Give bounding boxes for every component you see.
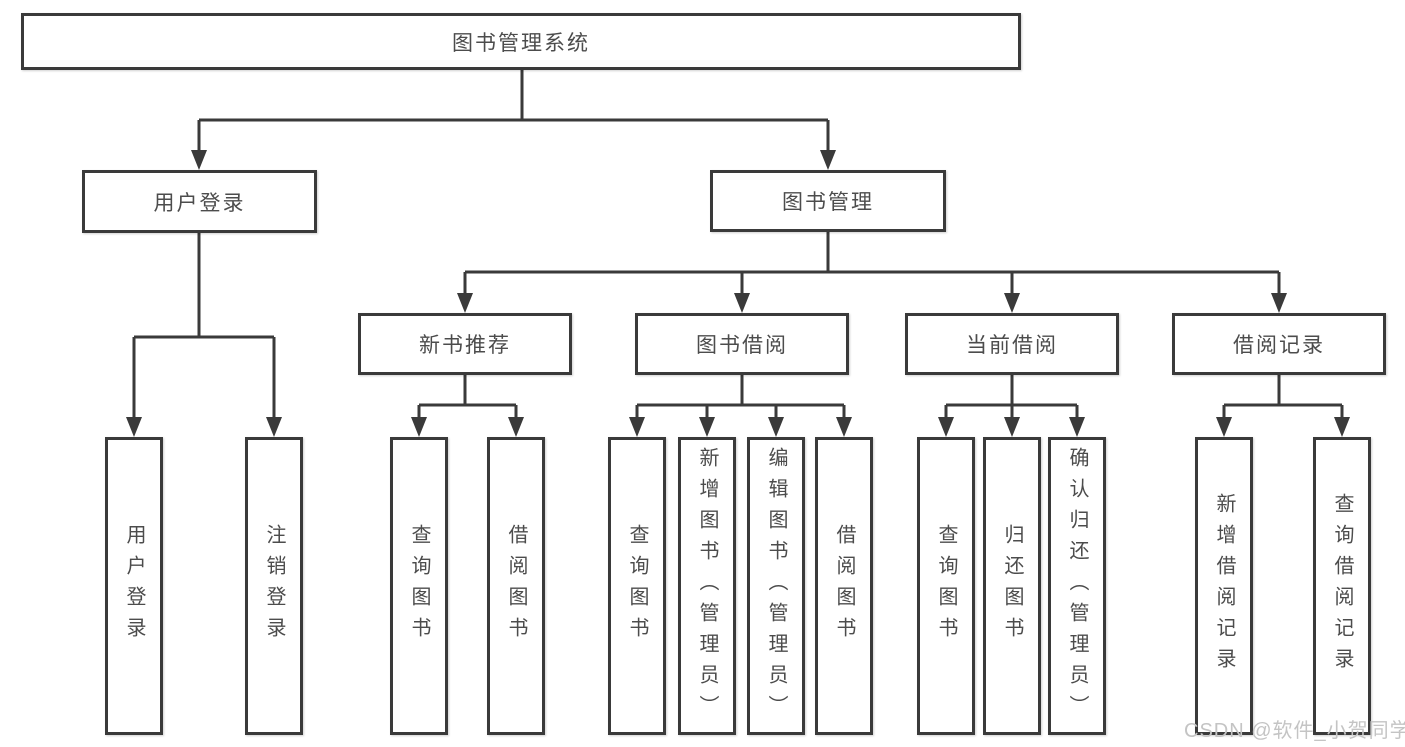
leaf-confirm-return-admin: 确认归还（管理员） bbox=[1048, 437, 1106, 735]
leaf-query-books-current-label: 查询图书 bbox=[935, 524, 957, 648]
leaf-query-books-current: 查询图书 bbox=[917, 437, 975, 735]
leaf-add-book-admin: 新增图书（管理员） bbox=[678, 437, 736, 735]
leaf-query-borrow-record: 查询借阅记录 bbox=[1313, 437, 1371, 735]
connector-book-borrow-to-children bbox=[635, 375, 846, 420]
leaf-add-borrow-record-label: 新增借阅记录 bbox=[1213, 493, 1235, 679]
node-book-borrow-label: 图书借阅 bbox=[696, 334, 788, 357]
leaf-borrow-books-borrow-label: 借阅图书 bbox=[833, 524, 855, 648]
connector-new-book-recommend-to-children bbox=[417, 375, 518, 420]
leaf-logout-label: 注销登录 bbox=[263, 524, 285, 648]
leaf-query-books-borrow: 查询图书 bbox=[608, 437, 666, 735]
leaf-edit-book-admin: 编辑图书（管理员） bbox=[747, 437, 805, 735]
leaf-logout: 注销登录 bbox=[245, 437, 303, 735]
node-book-borrow: 图书借阅 bbox=[635, 313, 849, 375]
node-root-label: 图书管理系统 bbox=[452, 31, 590, 55]
node-new-book-recommend-label: 新书推荐 bbox=[419, 334, 511, 357]
leaf-return-book: 归还图书 bbox=[983, 437, 1041, 735]
leaf-query-borrow-record-label: 查询借阅记录 bbox=[1331, 493, 1353, 679]
node-root: 图书管理系统 bbox=[21, 13, 1021, 70]
leaf-confirm-return-admin-label: 确认归还（管理员） bbox=[1066, 446, 1088, 726]
node-new-book-recommend: 新书推荐 bbox=[358, 313, 572, 375]
node-book-management-label: 图书管理 bbox=[782, 191, 874, 214]
connector-borrow-records-to-children bbox=[1222, 375, 1344, 420]
node-book-management: 图书管理 bbox=[710, 170, 946, 232]
node-borrow-records: 借阅记录 bbox=[1172, 313, 1386, 375]
connector-book-management-to-children bbox=[463, 232, 1281, 296]
node-user-login: 用户登录 bbox=[82, 170, 317, 233]
leaf-add-book-admin-label: 新增图书（管理员） bbox=[696, 446, 718, 726]
leaf-user-login: 用户登录 bbox=[105, 437, 163, 735]
leaf-edit-book-admin-label: 编辑图书（管理员） bbox=[765, 446, 787, 726]
node-current-borrow-label: 当前借阅 bbox=[966, 334, 1058, 357]
leaf-borrow-books-recommend-label: 借阅图书 bbox=[505, 524, 527, 648]
leaf-return-book-label: 归还图书 bbox=[1001, 524, 1023, 648]
connector-current-borrow-to-children bbox=[944, 375, 1079, 420]
leaf-query-books-recommend: 查询图书 bbox=[390, 437, 448, 735]
leaf-borrow-books-borrow: 借阅图书 bbox=[815, 437, 873, 735]
csdn-watermark: CSDN @软件_小贺同学 bbox=[1184, 720, 1405, 742]
node-current-borrow: 当前借阅 bbox=[905, 313, 1119, 375]
connector-arrowheads bbox=[126, 150, 1350, 437]
leaf-user-login-label: 用户登录 bbox=[123, 524, 145, 648]
node-user-login-label: 用户登录 bbox=[153, 191, 246, 215]
connector-root-to-level2 bbox=[197, 70, 830, 153]
leaf-query-books-recommend-label: 查询图书 bbox=[408, 524, 430, 648]
connector-user-login-to-children bbox=[132, 233, 276, 420]
leaf-query-books-borrow-label: 查询图书 bbox=[626, 524, 648, 648]
leaf-borrow-books-recommend: 借阅图书 bbox=[487, 437, 545, 735]
leaf-add-borrow-record: 新增借阅记录 bbox=[1195, 437, 1253, 735]
node-borrow-records-label: 借阅记录 bbox=[1233, 334, 1325, 357]
